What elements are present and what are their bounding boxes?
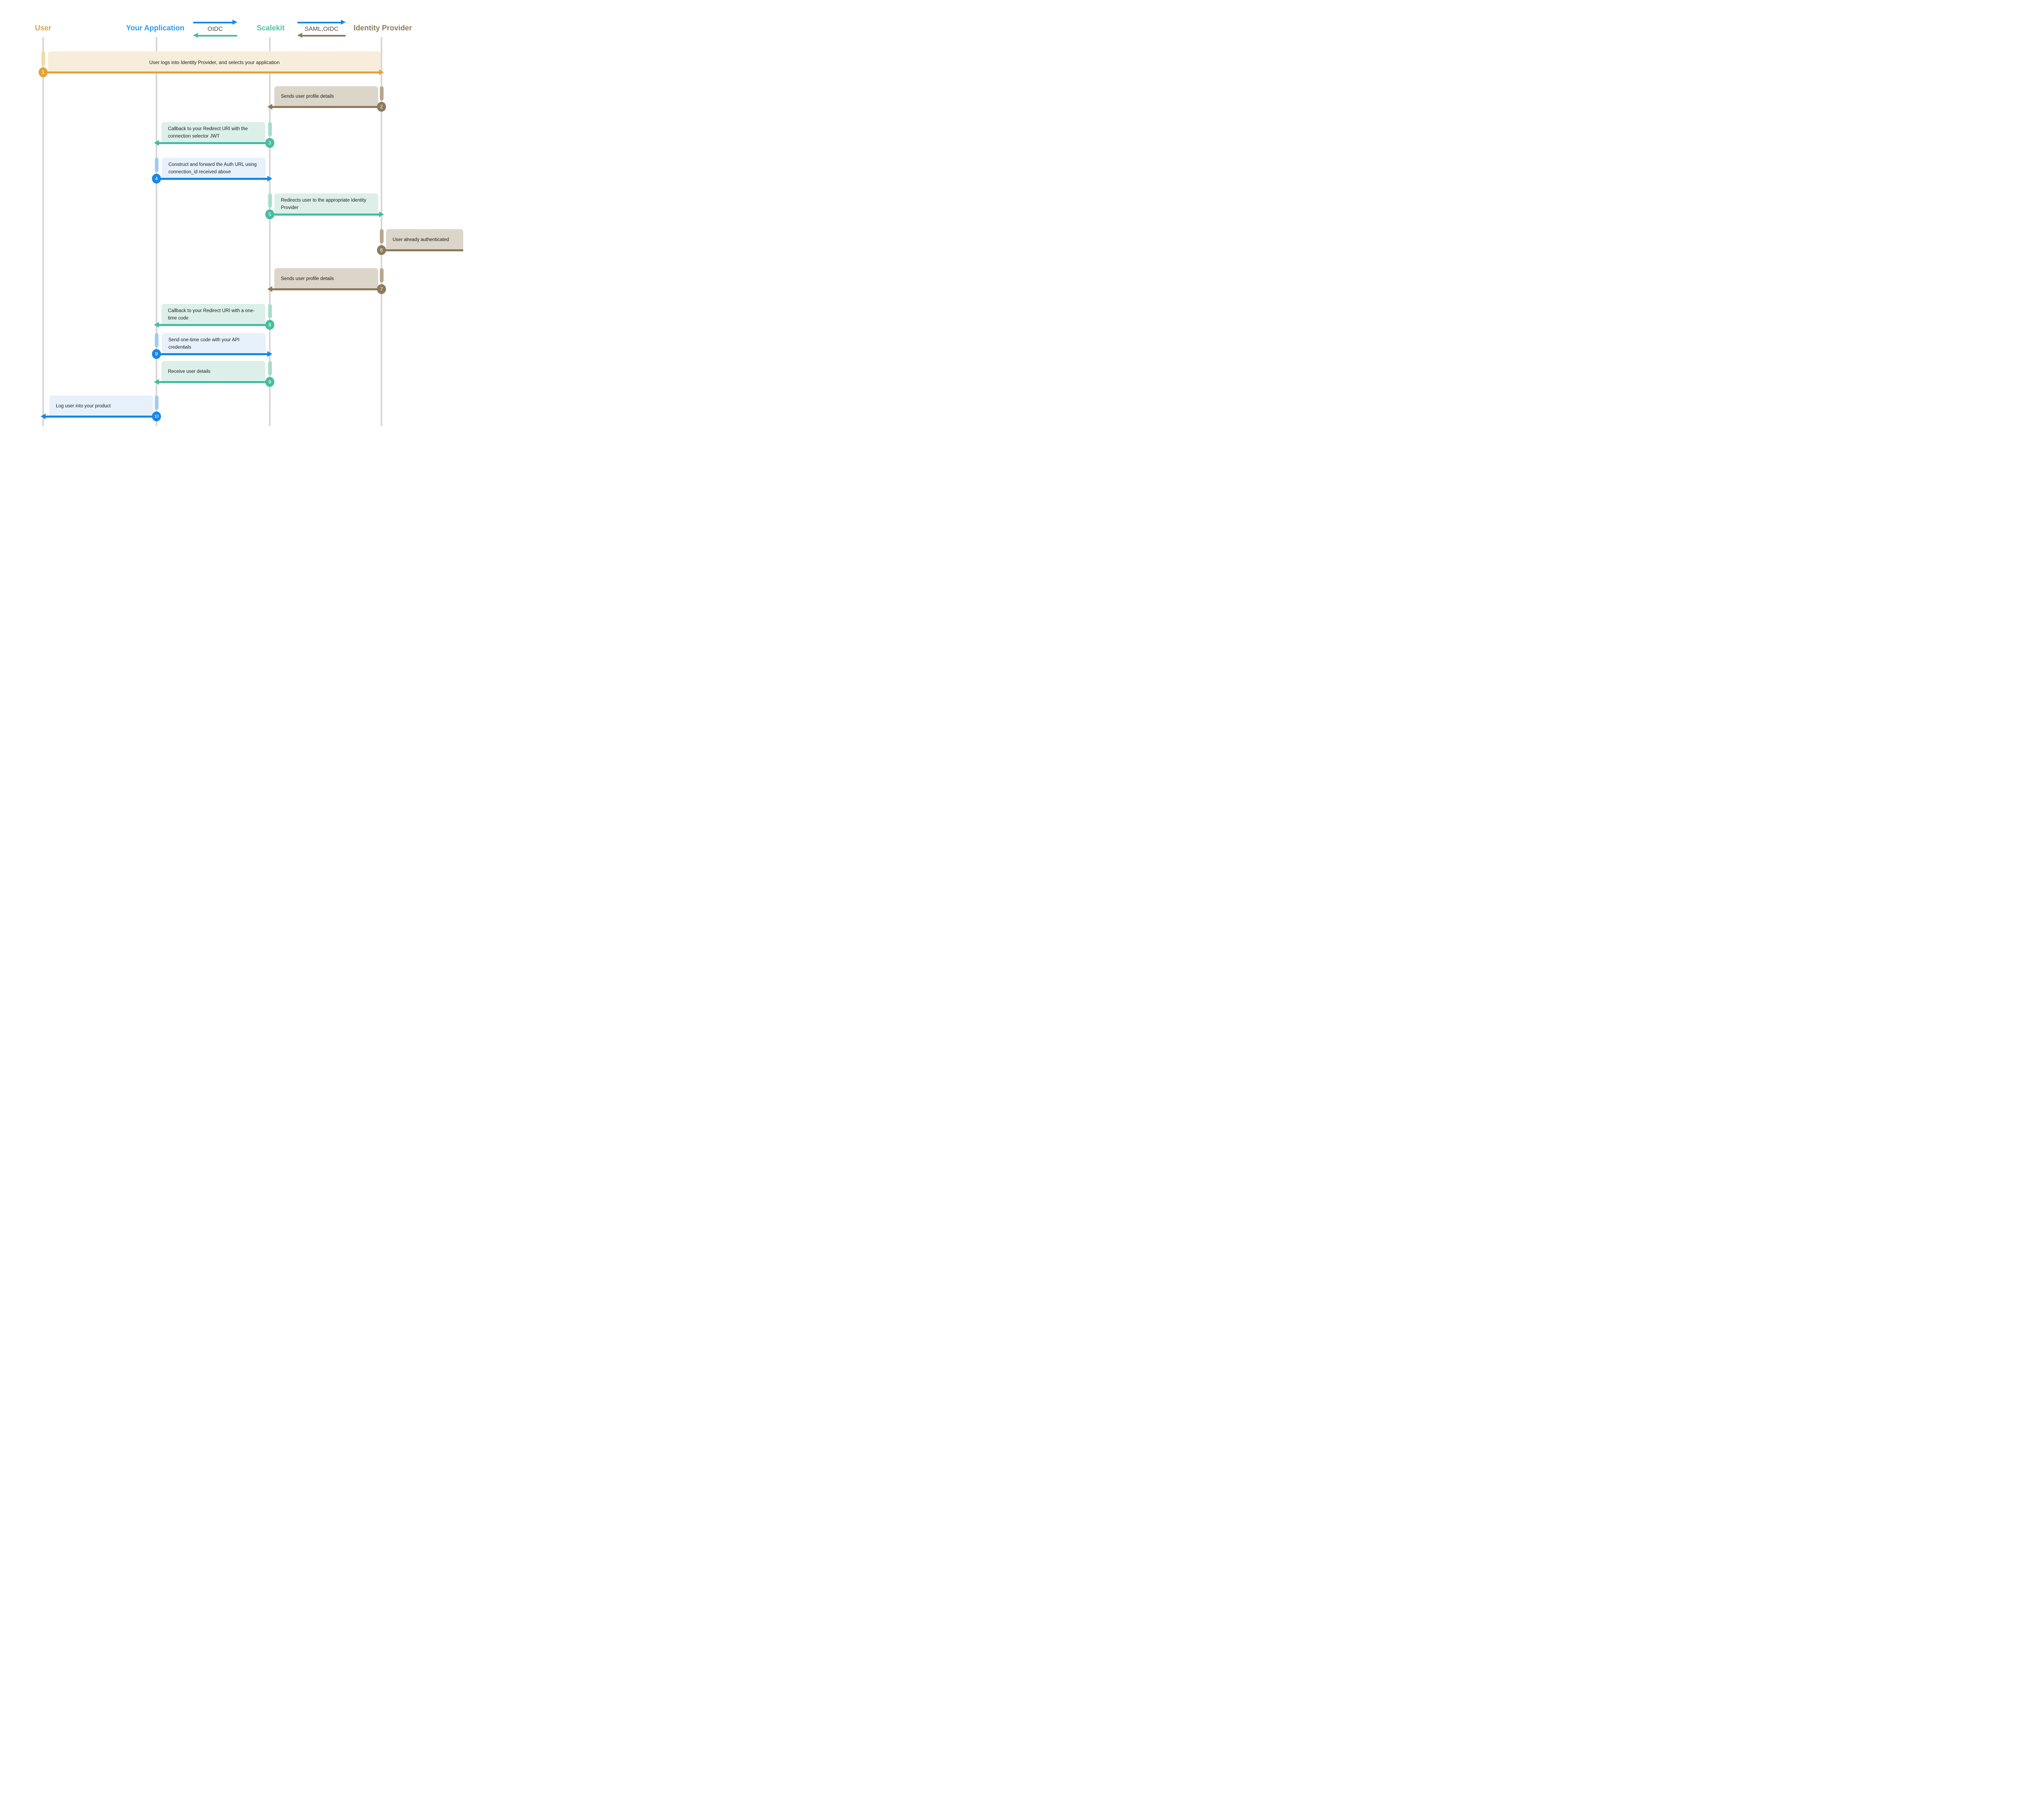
step-number-badge: 8 [265,320,274,330]
message-arrow-line [159,381,270,383]
activation-bar [380,86,384,101]
oidc-forward-arrowhead-icon [232,20,237,25]
activation-bar [268,193,272,208]
activation-bar [380,268,384,283]
oidc-protocol-label: OIDC [207,25,223,32]
message-text: Sends user profile details [281,94,334,99]
activation-bar [155,158,159,172]
message-arrowhead-icon [267,176,272,182]
message-arrow-line [272,288,381,290]
message-box-1: User logs into Identity Provider, and se… [48,51,381,73]
step-number-badge: 9 [265,377,274,387]
participant-title-your-application: Your Application [126,24,184,32]
message-text: User logs into Identity Provider, and se… [149,59,280,65]
activation-bar [268,361,272,375]
message-box-2: Sends user profile details [274,86,378,108]
message-box-6: User already authenticated [386,229,463,251]
oidc-back-arrowhead-icon [193,33,198,38]
message-text: Construct and forward the Auth URL using… [168,162,257,175]
message-arrowhead-icon [267,286,272,292]
participant-title-identity-provider: Identity Provider [353,24,412,32]
message-arrowhead-icon [379,69,384,75]
message-text: User already authenticated [393,237,449,242]
activation-bar [380,229,384,244]
message-text: Send one-time code with your API credent… [168,338,240,350]
message-arrow-line [270,214,379,216]
message-arrowhead-icon [267,351,272,357]
message-box-3: Callback to your Redirect URI with the c… [161,122,265,144]
saml-oidc-back-arrow [302,35,346,37]
message-text: Callback to your Redirect URI with the c… [168,126,248,139]
message-box-7: Sends user profile details [274,268,378,290]
lifeline-scalekit [269,37,271,426]
message-arrow-line [272,106,381,108]
step-number-badge: 5 [265,209,274,219]
step-number-badge: 3 [265,138,274,148]
message-box-9: Send one-time code with your API credent… [162,333,266,355]
message-arrow-line [156,353,267,355]
message-arrowhead-icon [154,322,159,328]
message-arrowhead-icon [154,140,159,146]
activation-bar [155,395,159,410]
activation-bar [41,51,45,66]
message-arrow-line [159,324,270,326]
oidc-back-arrow [198,35,237,37]
sequence-diagram: User Your Application Scalekit Identity … [0,0,507,455]
oidc-forward-arrow [193,22,233,23]
saml-oidc-back-arrowhead-icon [297,33,302,38]
activation-bar [268,304,272,318]
lifeline-user [42,37,44,426]
message-arrow-line [159,142,270,144]
message-text: Redirects user to the appropriate Identi… [281,198,366,210]
message-arrowhead-icon [379,211,384,217]
activation-bar [155,333,159,347]
saml-oidc-protocol-label: SAML,OIDC [304,25,339,32]
message-box-4: Construct and forward the Auth URL using… [162,158,266,179]
step-number-badge: 4 [152,174,161,184]
message-arrowhead-icon [41,414,46,419]
step-number-badge: 6 [377,245,386,255]
message-arrow-line [156,178,267,180]
message-text: Callback to your Redirect URI with a one… [168,308,255,321]
message-arrowhead-icon [154,379,159,385]
message-box-8: Callback to your Redirect URI with a one… [161,304,265,326]
note-line [381,249,463,251]
step-number-badge: 10 [152,411,161,421]
saml-oidc-forward-arrowhead-icon [341,20,346,25]
message-arrowhead-icon [267,104,272,110]
message-arrow-line [46,416,156,418]
message-arrow-line [43,71,379,74]
participant-title-user: User [34,24,52,32]
step-number-badge: 1 [39,67,48,77]
step-number-badge: 2 [377,102,386,112]
message-box-5: Redirects user to the appropriate Identi… [274,193,378,215]
saml-oidc-forward-arrow [297,22,341,23]
step-number-badge: 7 [377,284,386,294]
lifeline-your-application [156,37,157,426]
message-box-11: Log user into your product [49,395,153,417]
activation-bar [268,122,272,136]
participant-title-scalekit: Scalekit [256,24,285,32]
message-text: Receive user details [168,369,211,374]
message-text: Sends user profile details [281,276,334,281]
message-text: Log user into your product [56,403,111,409]
message-box-10: Receive user details [161,361,265,383]
step-number-badge: 9 [152,349,161,359]
